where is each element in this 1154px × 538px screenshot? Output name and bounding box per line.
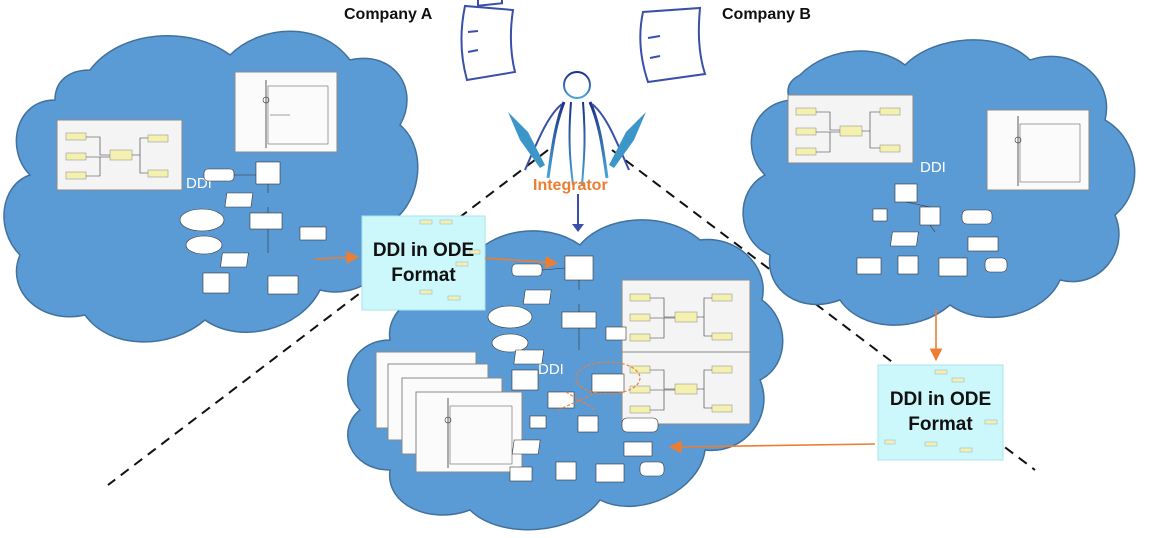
left-ode-text: DDI in ODE Format [362,238,485,288]
center-flowchart [487,255,665,483]
integrator-arms [508,112,646,168]
company-a-cloud: DDI [3,30,419,343]
company-a-component-icon [460,0,517,82]
merge-highlight-circle [557,361,641,411]
left-ode-line1: DDI in ODE [372,240,475,261]
right-component-diagram [787,94,914,164]
left-flowchart [179,161,327,295]
company-b-component-icon [639,6,707,84]
right-ode-text: DDI in ODE Format [878,387,1003,437]
center-sequence-stack [375,351,523,473]
integrator-label: Integrator [533,177,608,194]
right-flowchart [856,183,1008,277]
left-ode-line2: Format [391,265,456,286]
integrator-down-arrow [572,194,584,232]
left-sequence-diagram [234,71,338,153]
orange-flow-arrows [314,251,943,454]
company-b-cloud: DDI [742,39,1136,326]
company-b-label: Company B [722,6,811,23]
center-ddi-label: DDI [538,361,564,378]
right-ode-line1: DDI in ODE [889,389,992,410]
right-ode-line2: Format [908,414,973,435]
left-ode-box [361,215,486,311]
right-sequence-diagram [986,109,1090,191]
left-component-diagram [56,119,183,191]
right-ode-box [877,364,1004,461]
right-ddi-label: DDI [920,159,946,176]
integrator-person-icon [524,71,630,186]
center-component-diagrams [621,279,751,425]
company-a-label: Company A [344,6,433,23]
